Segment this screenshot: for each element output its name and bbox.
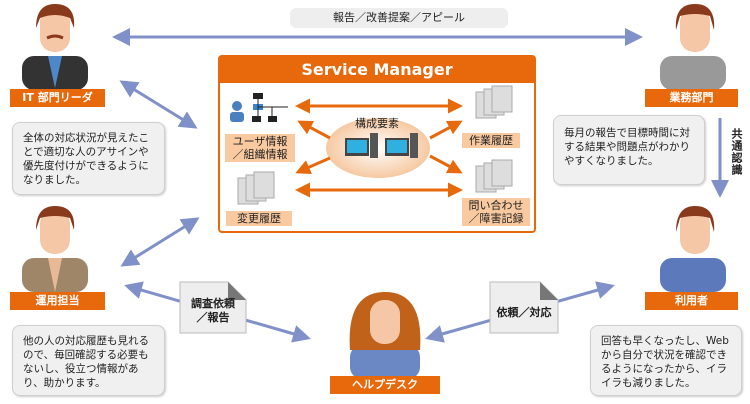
service-manager-panel: Service Manager [218,55,536,233]
top-flow-label: 報告／改善提案／アピール [290,8,508,28]
bubble-operations: 他の人の対応履歴も見れるので、毎回確認する必要もないし、役立つ情報があり、助かり… [12,325,165,396]
role-helpdesk: ヘルプデスク [330,376,440,394]
it-sm-arrow [119,80,198,129]
user-org-tag: ユーザ情報 ／組織情報 [225,134,295,162]
helpdesk-avatar [349,292,421,379]
business-avatar [660,4,726,90]
operations-avatar [22,206,88,292]
role-operations: 運用担当 [10,292,105,310]
ops-sm-arrow [120,217,200,267]
work-history-docs-icon [475,85,513,119]
computer-icon-2 [385,133,418,158]
role-it-leader: IT 部門リーダ [10,89,105,107]
inquiry-tag: 問い合わせ ／障害記録 [462,198,530,226]
role-user: 利用者 [645,292,738,310]
user-org-icon [230,93,288,122]
user-avatar [660,206,726,292]
bubble-business: 毎月の報告で目標時間に対する結果や問題点がわかりやすくなりました。 [553,115,705,185]
bubble-it-leader: 全体の対応状況が見えたことで適切な人のアサインや優先度付けができるようになりまし… [12,122,165,195]
bubble-user: 回答も早くなったし、Webから自分で状況を確認できるようになったから、イライラも… [590,325,742,396]
work-history-tag: 作業履歴 [462,133,520,148]
it-leader-avatar [22,4,88,90]
investigation-label: 調査依頼 ／報告 [191,297,235,324]
service-manager-title: Service Manager [220,57,534,83]
change-history-docs-icon [237,171,275,205]
change-history-tag: 変更履歴 [226,211,292,226]
computer-icon [345,133,378,158]
config-label: 構成要素 [355,117,399,130]
shared-understanding-label: 共通認識 [730,128,743,176]
inquiry-docs-icon [475,159,513,193]
role-business: 業務部門 [645,89,738,107]
request-label: 依頼／対応 [496,306,552,319]
